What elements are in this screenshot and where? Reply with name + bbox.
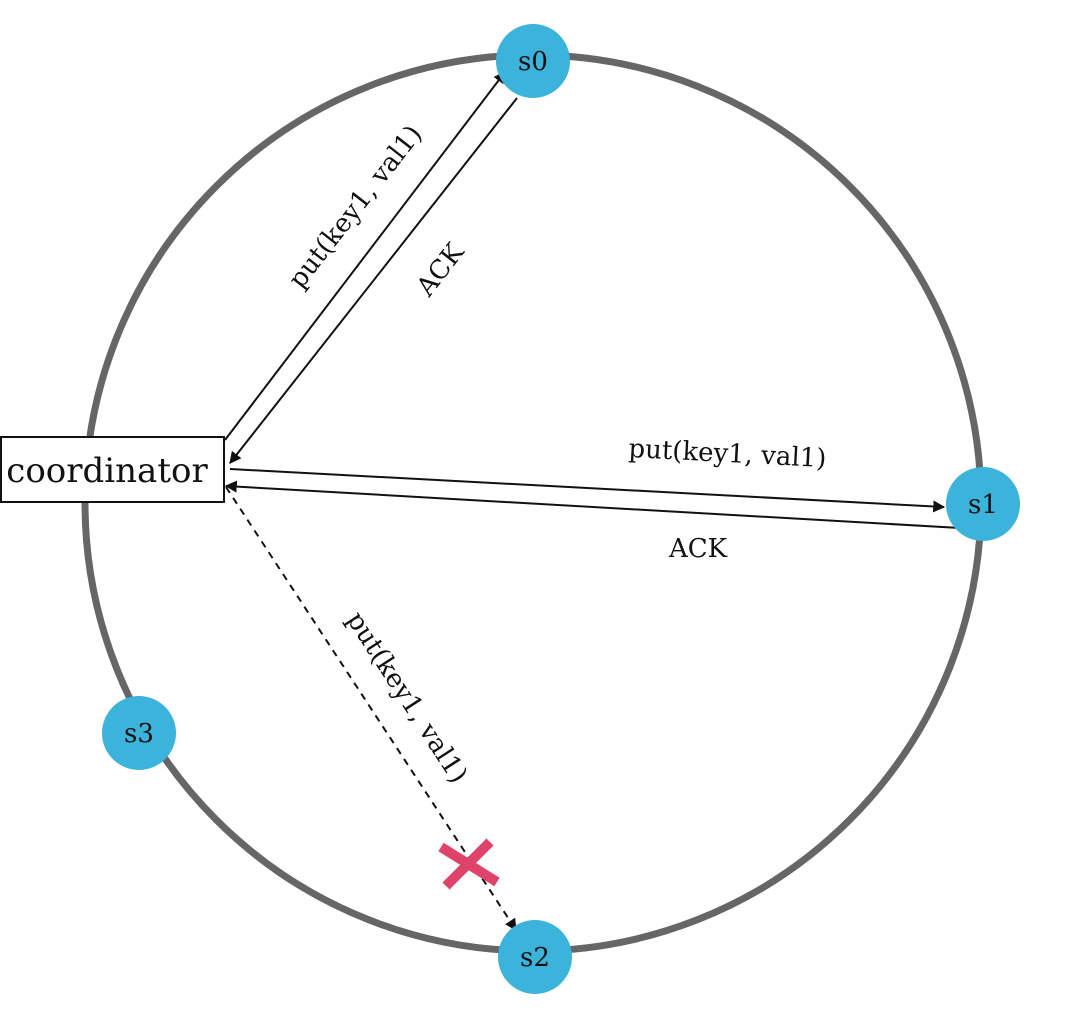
cross-icon: [438, 838, 500, 890]
put-arrow-to-s0: [224, 71, 506, 441]
coordinator-box: coordinator: [0, 436, 225, 503]
ack-label-s1: ACK: [668, 534, 728, 564]
node-s1: s1: [946, 467, 1020, 541]
node-s2: s2: [498, 920, 572, 994]
node-s0: s0: [496, 24, 570, 98]
ack-arrow-from-s1: [224, 480, 961, 529]
node-s0-label: s0: [518, 47, 548, 77]
ack-arrow-from-s0: [229, 97, 518, 464]
node-s3-label: s3: [124, 719, 154, 749]
node-s2-label: s2: [520, 943, 550, 973]
put-label-s1: put(key1, val1): [628, 434, 827, 474]
coordinator-label: coordinator: [6, 451, 208, 491]
ack-label-s0: ACK: [410, 237, 470, 302]
node-s3: s3: [102, 696, 176, 770]
put-arrow-to-s1: [229, 468, 946, 513]
node-s1-label: s1: [968, 490, 998, 520]
put-arrow-to-s2-failed: [225, 486, 517, 932]
